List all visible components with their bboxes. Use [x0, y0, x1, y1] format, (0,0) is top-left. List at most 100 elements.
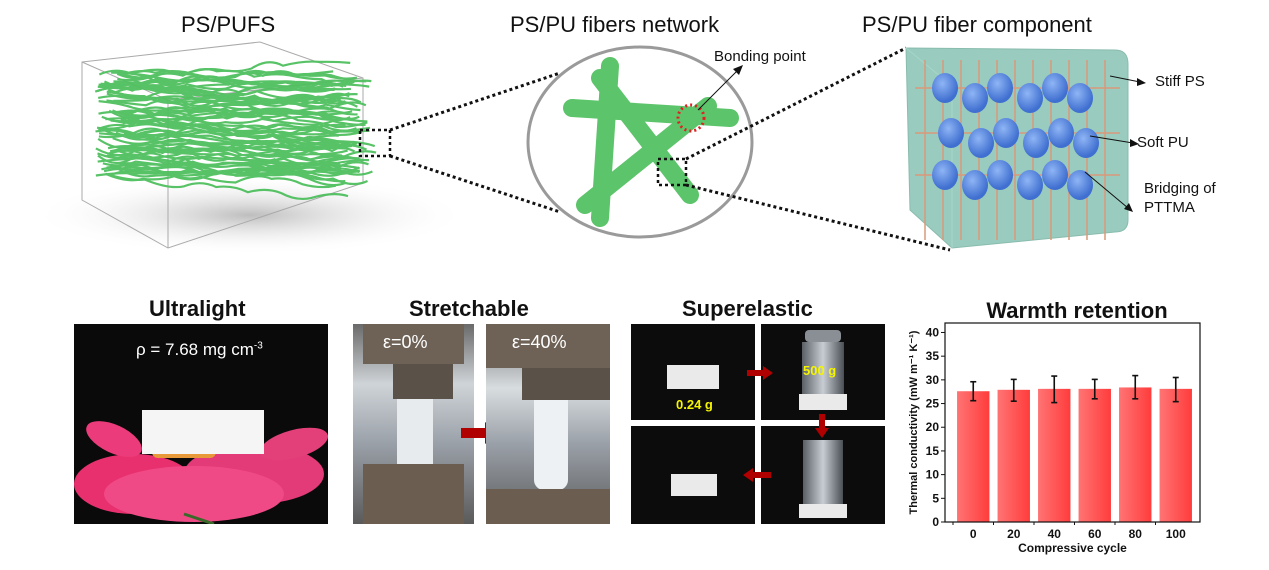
- arrow-icon: [1124, 203, 1133, 212]
- superelastic-photo-4: [761, 426, 885, 524]
- pu-particle: [993, 118, 1019, 148]
- panel-title-superelastic: Superelastic: [682, 296, 813, 321]
- arrow-icon: [1130, 139, 1139, 147]
- fiber-strand: [106, 140, 353, 156]
- panel-title-pspufs: PS/PUFS: [181, 12, 276, 37]
- y-tick-label: 40: [926, 325, 940, 339]
- red-arrow-right-icon: [747, 366, 773, 380]
- bar: [957, 391, 990, 522]
- bonding-point-marker: [676, 103, 706, 133]
- warmth-retention-chart: Warmth retention 0 5 10 15 20 25 30 35 40 0 20 40 6…: [908, 298, 1201, 555]
- chart-frame: [944, 322, 1201, 523]
- bridging-label: Bridging of: [1144, 180, 1216, 197]
- pu-particle: [938, 118, 964, 148]
- y-tick-label: 15: [926, 444, 940, 458]
- ultralight-photo: ρ = 7.68 mg cm-3: [74, 324, 328, 524]
- x-tick-label: 60: [1088, 527, 1102, 541]
- zoom-region-box-1: [358, 128, 392, 158]
- y-tick-label: 35: [926, 349, 940, 363]
- zoom-region-box-2: [656, 157, 688, 187]
- y-tick-label: 10: [926, 468, 940, 482]
- red-arrow-left-icon: [743, 468, 771, 482]
- pu-particle: [987, 160, 1013, 190]
- fiber-strand: [105, 117, 346, 130]
- zoom-line: [685, 46, 907, 161]
- arrow-icon: [1137, 78, 1146, 86]
- fiber-strand: [120, 101, 367, 116]
- fiber-component-cube: [905, 47, 1129, 249]
- pu-particle: [962, 170, 988, 200]
- fiber-strand: [101, 165, 349, 175]
- fiber-strand: [105, 172, 349, 201]
- strain-after-label: ε=40%: [512, 332, 567, 352]
- fiber-strand: [98, 124, 353, 137]
- pu-particle: [1017, 170, 1043, 200]
- y-tick-label: 30: [926, 373, 940, 387]
- pu-particle: [987, 73, 1013, 103]
- superelastic-photo-2: 500 g: [761, 324, 885, 420]
- fiber-strand: [95, 171, 337, 189]
- fiber-strand: [106, 89, 350, 104]
- sample-mass-label: 0.24 g: [676, 397, 713, 412]
- stiff-ps-label: Stiff PS: [1155, 73, 1205, 90]
- fiber-strand: [96, 110, 325, 130]
- x-axis-label: Compressive cycle: [1018, 541, 1127, 555]
- fiber-strand: [116, 68, 355, 86]
- bar: [997, 389, 1030, 522]
- pu-particle: [1067, 83, 1093, 113]
- chart-title: Warmth retention: [986, 298, 1167, 323]
- bonding-point-label: Bonding point: [714, 48, 806, 65]
- soft-pu-label: Soft PU: [1137, 134, 1189, 151]
- pu-particle: [1017, 83, 1043, 113]
- fiber-strand: [111, 165, 369, 186]
- fiber-strand: [118, 71, 370, 89]
- x-tick-label: 20: [1007, 527, 1021, 541]
- density-label: ρ = 7.68 mg cm-3: [136, 340, 263, 360]
- pu-particle: [932, 73, 958, 103]
- stretch-photo-after: ε=40%: [486, 324, 610, 524]
- panel-title-stretchable: Stretchable: [409, 296, 529, 321]
- stretch-photo-before: ε=0%: [353, 324, 474, 524]
- pu-particle: [1048, 118, 1074, 148]
- fiber-strand: [94, 80, 336, 93]
- pu-particle: [1073, 128, 1099, 158]
- fiber-strand: [119, 156, 364, 171]
- bar: [1078, 388, 1111, 522]
- x-tick-label: 100: [1166, 527, 1186, 541]
- top-diagram: [30, 41, 1146, 255]
- bar: [1038, 388, 1071, 522]
- red-arrow-down-icon: [815, 414, 829, 438]
- panel-title-ultralight: Ultralight: [149, 296, 246, 321]
- x-tick-label: 40: [1048, 527, 1062, 541]
- bar: [1159, 388, 1192, 522]
- x-tick-label: 0: [970, 527, 977, 541]
- pu-particle: [968, 128, 994, 158]
- fiber-sponge-illustration: [30, 41, 470, 255]
- pu-particle: [932, 160, 958, 190]
- density-value: ρ = 7.68 mg cm: [136, 340, 254, 359]
- fiber-strand: [106, 69, 334, 87]
- density-exponent: -3: [253, 340, 263, 352]
- bar: [1119, 387, 1152, 522]
- superelastic-photo-3: [631, 426, 755, 524]
- fiber-network-illustration: [526, 45, 754, 239]
- y-tick-label: 20: [926, 420, 940, 434]
- pu-particle: [1067, 170, 1093, 200]
- y-tick-label: 25: [926, 397, 940, 411]
- y-axis-label: Thermal conductivity (mW m⁻¹ K⁻¹): [908, 330, 920, 514]
- x-tick-label: 80: [1129, 527, 1143, 541]
- panel-title-network: PS/PU fibers network: [510, 12, 720, 37]
- y-tick-label: 0: [932, 515, 939, 529]
- superelastic-photo-1: 0.24 g: [631, 324, 755, 420]
- pu-particle: [1042, 160, 1068, 190]
- y-tick-label: 5: [932, 491, 939, 505]
- pttma-label: PTTMA: [1144, 199, 1195, 216]
- strain-before-label: ε=0%: [383, 332, 428, 352]
- arrow-icon: [733, 65, 743, 75]
- panel-title-component: PS/PU fiber component: [862, 12, 1092, 37]
- pu-particle: [1023, 128, 1049, 158]
- fiber-strand: [107, 140, 364, 162]
- pu-particle: [962, 83, 988, 113]
- pu-particle: [1042, 73, 1068, 103]
- weight-mass-label: 500 g: [803, 363, 837, 378]
